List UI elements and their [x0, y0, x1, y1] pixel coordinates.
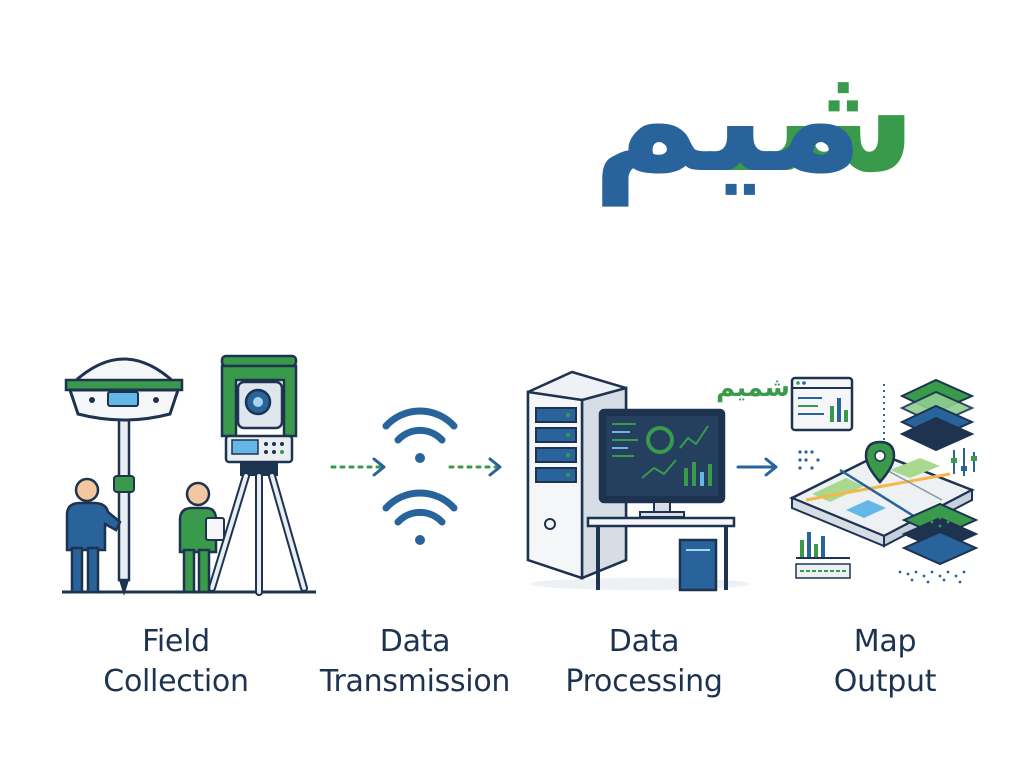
stage-label-line1: Data — [608, 624, 680, 659]
brand-logo: شـ میم — [592, 32, 917, 207]
small-logo-text: شمیم — [716, 373, 790, 403]
stage-label-line1: Map — [853, 624, 917, 659]
surveying-equipment-icon — [62, 354, 316, 596]
stage-label-field-collection: Field Collection — [76, 622, 276, 702]
map-layers-icon — [788, 376, 979, 584]
stage-label-line1: Data — [379, 624, 451, 659]
stage-label-line2: Output — [833, 664, 937, 699]
server-workstation-icon: شمیم — [526, 370, 790, 592]
stage-label-line2: Collection — [103, 664, 249, 699]
logo-text-blue: میم — [592, 32, 864, 207]
stage-label-data-processing: Data Processing — [534, 622, 754, 702]
wireless-signal-icon — [382, 407, 458, 545]
stage-label-line2: Processing — [565, 664, 723, 699]
arrow-right-icon — [736, 457, 778, 477]
stage-label-line1: Field — [142, 624, 210, 659]
logo-text-green: شـ — [716, 32, 917, 206]
stage-label-line2: Transmission — [319, 664, 511, 699]
stage-label-map-output: Map Output — [785, 622, 985, 702]
arrow-right-icon — [448, 457, 502, 477]
arrow-right-icon — [330, 457, 386, 477]
stage-label-data-transmission: Data Transmission — [300, 622, 530, 702]
process-diagram: شمیم — [62, 354, 979, 596]
